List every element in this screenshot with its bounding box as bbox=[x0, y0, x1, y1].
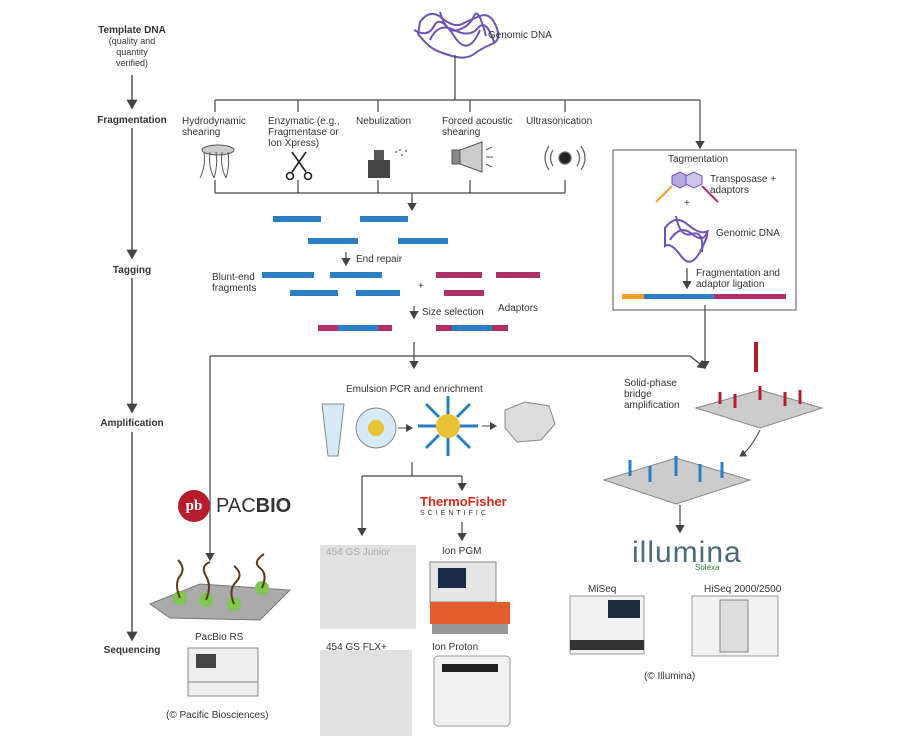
scissors-icon bbox=[285, 151, 313, 181]
megaphone-icon bbox=[451, 141, 493, 173]
tagmentation-fragmentation-label: Fragmentation and adaptor ligation bbox=[696, 268, 780, 290]
adaptors-graphic bbox=[436, 272, 540, 296]
pacbio-smrt-graphic bbox=[148, 553, 292, 621]
dna-fragments-graphic bbox=[262, 216, 448, 296]
ultrasonication-icon bbox=[544, 145, 586, 171]
emulsion-pcr-label: Emulsion PCR and enrichment bbox=[346, 384, 483, 395]
method-hydrodynamic: Hydrodynamic shearing bbox=[182, 116, 246, 138]
method-acoustic: Forced acoustic shearing bbox=[442, 116, 513, 138]
stage-tagging: Tagging bbox=[112, 265, 152, 276]
end-repair-label: End repair bbox=[356, 254, 403, 265]
bridge-amp-label: Solid-phase bridge amplification bbox=[624, 378, 680, 411]
miseq-image bbox=[569, 595, 645, 655]
stage-template-dna: Template DNA (quality and quantity verif… bbox=[72, 25, 192, 69]
ion-pgm-label: Ion PGM bbox=[442, 546, 482, 557]
pacbio-logo: pb PACBIO bbox=[178, 490, 291, 522]
tagging-plus: + bbox=[418, 281, 424, 292]
pacbio-logo-word: PACBIO bbox=[216, 495, 291, 518]
stage-fragmentation: Fragmentation bbox=[97, 115, 167, 126]
solexa-logo: Solexa bbox=[695, 563, 720, 572]
size-selected-fragments bbox=[318, 325, 508, 331]
stage-template-sub: (quality and quantity verified) bbox=[108, 36, 156, 68]
hiseq-image bbox=[691, 595, 779, 657]
pacbio-rs-label: PacBio RS bbox=[195, 632, 244, 643]
method-nebulization: Nebulization bbox=[356, 116, 412, 127]
pacbio-logo-mark: pb bbox=[178, 490, 210, 522]
tagmentation-genomic-label: Genomic DNA bbox=[716, 228, 780, 239]
pacbio-credit: (© Pacific Biosciences) bbox=[166, 710, 269, 721]
nebulizer-icon bbox=[368, 149, 407, 178]
transposase-icon bbox=[655, 171, 719, 203]
transposase-label: Transposase + adaptors bbox=[710, 174, 777, 196]
stage-sequencing: Sequencing bbox=[103, 645, 161, 656]
genomic-dna-label: Genomic DNA bbox=[488, 30, 552, 41]
bridge-amplification-graphic bbox=[602, 342, 824, 505]
gs-junior-label: 454 GS Junior bbox=[326, 547, 390, 558]
emulsion-pcr-graphic bbox=[321, 396, 556, 457]
tagmentation-plus: + bbox=[684, 198, 690, 209]
tagmentation-title: Tagmentation bbox=[668, 154, 729, 165]
pacbio-word-light: PAC bbox=[216, 494, 256, 517]
stage-amplification: Amplification bbox=[100, 418, 164, 429]
hiseq-label: HiSeq 2000/2500 bbox=[704, 584, 782, 595]
gs-flx-label: 454 GS FLX+ bbox=[326, 642, 387, 653]
thermofisher-sub: SCIENTIFIC bbox=[420, 510, 489, 517]
pacbio-word-bold: BIO bbox=[255, 494, 292, 517]
method-ultrasonication: Ultrasonication bbox=[526, 116, 593, 127]
pacbio-rs-image bbox=[187, 647, 259, 697]
thermofisher-logo: ThermoFisher bbox=[420, 494, 507, 509]
hydrodynamic-shearing-icon bbox=[199, 144, 235, 179]
tagmentation-box bbox=[612, 149, 797, 311]
tagmentation-genomic-dna-icon bbox=[664, 215, 709, 263]
blunt-end-label: Blunt-end fragments bbox=[212, 272, 257, 294]
ion-proton-label: Ion Proton bbox=[432, 642, 479, 653]
illumina-logo: illumina bbox=[632, 536, 742, 569]
ion-pgm-image bbox=[429, 561, 510, 634]
tagmented-fragment-icon bbox=[622, 294, 786, 299]
genomic-dna-icon bbox=[413, 11, 500, 59]
gs-junior-image bbox=[320, 545, 416, 629]
adaptors-label: Adaptors bbox=[498, 303, 539, 314]
ion-proton-image bbox=[433, 655, 511, 727]
illumina-credit: (© Illumina) bbox=[644, 671, 696, 682]
miseq-label: MiSeq bbox=[588, 584, 617, 595]
size-selection-label: Size selection bbox=[422, 307, 484, 318]
stage-template-title: Template DNA bbox=[98, 25, 166, 36]
method-enzymatic: Enzymatic (e.g., Fragmentase or Ion Xpre… bbox=[268, 116, 340, 149]
gs-flx-image bbox=[320, 650, 412, 736]
